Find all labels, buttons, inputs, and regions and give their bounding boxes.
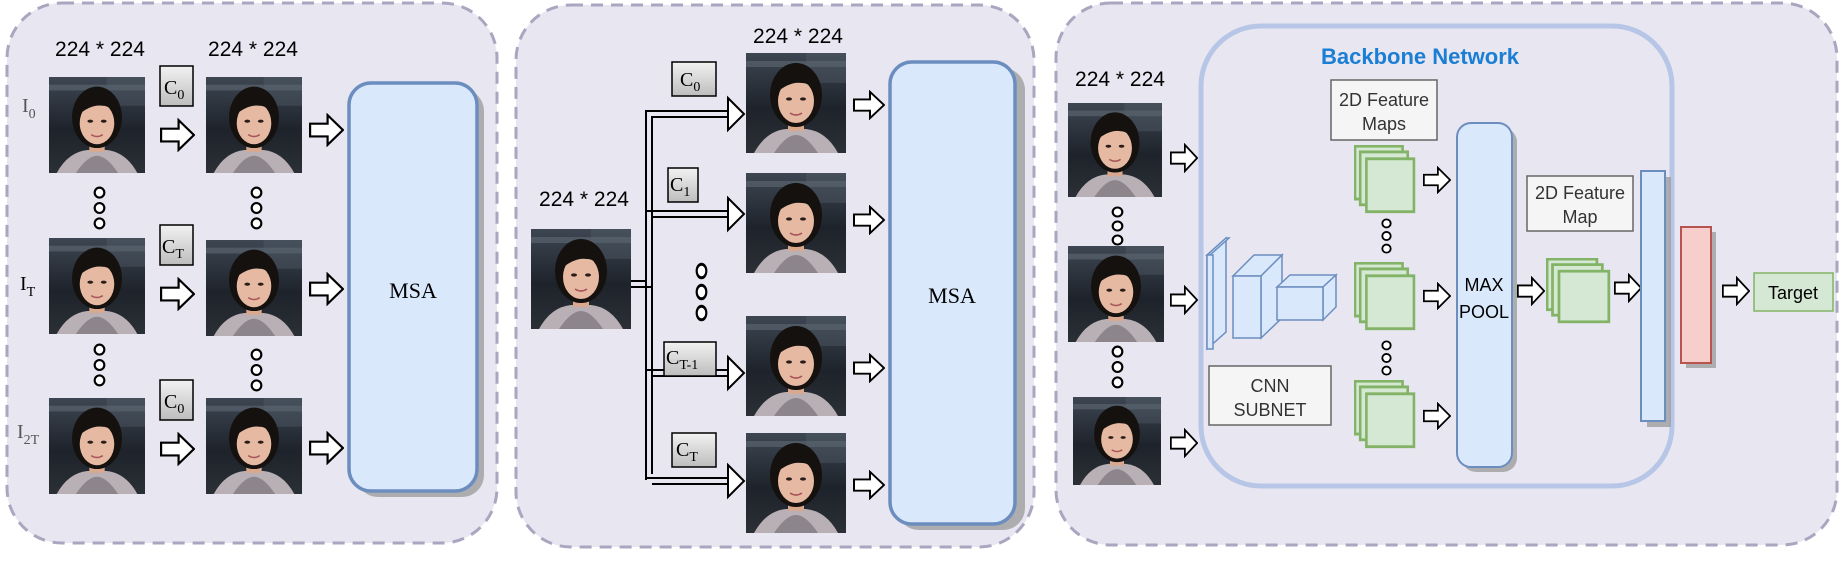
cnn-subnet-label-box: CNN SUBNET	[1208, 365, 1332, 426]
branch-arrowheads	[727, 95, 746, 500]
crop-label-ct: CT	[671, 432, 717, 468]
max-pool-block: MAX POOL	[1456, 122, 1517, 472]
backbone-title: Backbone Network	[1321, 44, 1520, 69]
crop-label-c1: C1	[667, 167, 699, 203]
vertical-ellipsis-icon	[250, 348, 263, 392]
vertical-ellipsis-icon	[695, 262, 708, 322]
svg-text:CT: CT	[676, 439, 698, 465]
msa-block-2: MSA	[888, 60, 1025, 530]
cropped-face-c0-bottom	[206, 398, 302, 494]
row-label-i0: I0	[22, 95, 36, 122]
panel-crop-sampling: 224 * 224 224 * 224 C0 C1	[514, 3, 1036, 549]
feature-map-label-box: 2D Feature Map	[1526, 175, 1634, 232]
svg-text:C0: C0	[164, 77, 184, 103]
input-face-bottom	[1073, 397, 1161, 485]
panel-backbone: 224 * 224 Backbone Network	[1054, 1, 1839, 547]
svg-text:Maps: Maps	[1362, 114, 1406, 134]
output-size-label: 224 * 224	[753, 25, 843, 48]
input-size-label: 224 * 224	[539, 188, 629, 211]
feature-map-stack	[1354, 262, 1416, 331]
input-face-i0	[49, 77, 145, 173]
msa-label: MSA	[928, 283, 976, 308]
input-size-label: 224 * 224	[55, 38, 145, 61]
svg-text:C0: C0	[680, 69, 700, 95]
feature-map-stack	[1354, 380, 1416, 449]
vertical-ellipsis-icon	[1381, 340, 1392, 376]
cropped-face-ct-1	[746, 316, 846, 416]
svg-text:CT: CT	[162, 236, 184, 262]
pooled-feature-map-stack	[1546, 258, 1611, 324]
vertical-ellipsis-icon	[93, 186, 106, 230]
svg-text:SUBNET: SUBNET	[1233, 400, 1306, 420]
svg-text:POOL: POOL	[1459, 302, 1509, 322]
input-face-middle	[1068, 246, 1164, 342]
feature-maps-label-box: 2D Feature Maps	[1330, 79, 1438, 141]
crop-label-ct-1: CT-1	[663, 341, 717, 377]
fc-layer-blue	[1640, 170, 1671, 427]
vertical-ellipsis-icon	[93, 343, 106, 387]
svg-text:C0: C0	[164, 391, 184, 417]
output-size-label: 224 * 224	[208, 38, 298, 61]
crop-label-ct: CT	[159, 224, 194, 266]
vertical-ellipsis-icon	[1111, 206, 1124, 246]
cropped-face-ct	[206, 240, 302, 336]
vertical-ellipsis-icon	[1381, 218, 1392, 254]
msa-block-1: MSA	[347, 81, 484, 497]
row-label-i2t: I2T	[17, 421, 40, 448]
backbone-network: Backbone Network CNN SUBNET 2D F	[1198, 23, 1675, 489]
svg-text:MAX: MAX	[1464, 275, 1503, 295]
input-size-label: 224 * 224	[1075, 68, 1165, 91]
cropped-face-c0	[206, 77, 302, 173]
row-label-it: IT	[20, 273, 36, 300]
target-box: Target	[1753, 272, 1834, 312]
input-face-i2t	[49, 398, 145, 494]
feature-map-stack	[1354, 145, 1416, 214]
cropped-face-ct	[746, 433, 846, 533]
cropped-face-c0	[746, 53, 846, 153]
cropped-face-c1	[746, 173, 846, 273]
crop-label-c0-top: C0	[159, 65, 194, 107]
vertical-ellipsis-icon	[250, 186, 263, 230]
svg-text:CNN: CNN	[1251, 376, 1290, 396]
fc-layer-red	[1680, 226, 1716, 368]
input-face	[531, 229, 631, 329]
svg-text:CT-1: CT-1	[666, 347, 698, 373]
input-face-it	[49, 238, 145, 334]
crop-label-c0-bottom: C0	[159, 379, 194, 421]
svg-text:2D Feature: 2D Feature	[1535, 183, 1625, 203]
svg-text:Target: Target	[1768, 283, 1818, 303]
msa-label: MSA	[389, 278, 437, 303]
panel-multi-scale-sampling: 224 * 224 224 * 224 I0 IT I2T C0 CT C0	[5, 1, 499, 545]
svg-text:C1: C1	[670, 174, 690, 200]
vertical-ellipsis-icon	[1111, 345, 1124, 389]
svg-text:2D Feature: 2D Feature	[1339, 90, 1429, 110]
input-face-top	[1068, 103, 1162, 197]
cnn-blocks	[1205, 236, 1338, 351]
svg-text:Map: Map	[1562, 207, 1597, 227]
crop-label-c0: C0	[671, 61, 717, 97]
